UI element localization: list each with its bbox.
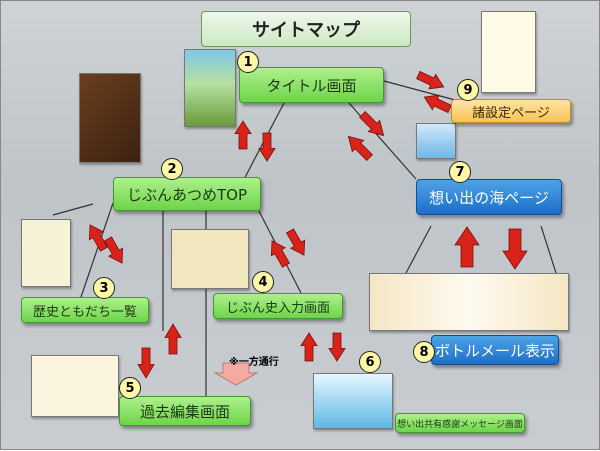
friends-thumbnail bbox=[21, 219, 71, 287]
arrow-share-to-input bbox=[300, 332, 318, 362]
node-settings: 諸設定ページ bbox=[451, 99, 571, 123]
node-title-screen-label: タイトル画面 bbox=[266, 76, 357, 95]
badge-9: 9 bbox=[457, 79, 479, 101]
arrow-past-to-top bbox=[164, 323, 182, 355]
link-top-friends-a bbox=[52, 203, 94, 216]
badge-1: 1 bbox=[237, 51, 259, 73]
arrow-sea-to-bottle bbox=[502, 228, 528, 270]
link-sea-bottle-a bbox=[405, 225, 432, 274]
link-title-sea bbox=[348, 102, 417, 180]
bottle-mail-thumbnail bbox=[369, 273, 569, 331]
badge-2: 2 bbox=[161, 158, 183, 180]
sea-thumbnail bbox=[416, 123, 456, 159]
node-past-edit-label: 過去編集画面 bbox=[139, 402, 230, 421]
settings-thumbnail bbox=[481, 11, 536, 93]
node-share-message: 想い出共有感謝メッセージ画面 bbox=[395, 413, 525, 433]
link-sea-bottle-b bbox=[540, 225, 557, 274]
node-settings-label: 諸設定ページ bbox=[472, 105, 550, 121]
arrow-input-to-share bbox=[328, 332, 346, 362]
node-memory-sea: 想い出の海ページ bbox=[416, 179, 562, 215]
node-title-screen: タイトル画面 bbox=[239, 67, 384, 103]
link-title-settings bbox=[383, 80, 460, 102]
one-way-arrow bbox=[213, 362, 259, 386]
node-share-message-label: 想い出共有感謝メッセージ画面 bbox=[397, 419, 523, 430]
node-memory-sea-label: 想い出の海ページ bbox=[429, 188, 549, 207]
sitemap-title: サイトマップ bbox=[201, 11, 411, 47]
link-title-top bbox=[240, 102, 285, 186]
badge-4: 4 bbox=[252, 271, 274, 293]
badge-3: 3 bbox=[93, 277, 115, 299]
arrow-friends-to-top bbox=[88, 224, 109, 252]
one-way-note: ※一方通行 bbox=[229, 357, 279, 368]
arrow-top-to-input bbox=[285, 228, 306, 256]
arrow-top-to-past bbox=[137, 347, 155, 379]
node-jibun-top: じぶんあつめTOP bbox=[113, 177, 261, 211]
arrow-title-to-top bbox=[258, 132, 276, 162]
arrow-sea-to-title bbox=[347, 135, 374, 162]
past-edit-thumbnail bbox=[31, 355, 119, 417]
badge-6: 6 bbox=[359, 351, 381, 373]
badge-5: 5 bbox=[119, 377, 141, 399]
node-past-edit: 過去編集画面 bbox=[119, 396, 251, 426]
arrow-settings-to-title bbox=[423, 94, 452, 114]
link-top-friends-b bbox=[80, 202, 114, 298]
node-bottle-mail-label: ボトルメール表示 bbox=[434, 341, 555, 360]
arrow-top-to-friends bbox=[103, 236, 124, 264]
badge-7: 7 bbox=[449, 161, 471, 183]
node-history-friends-label: 歴史ともだち一覧 bbox=[32, 304, 137, 320]
share-thumbnail bbox=[313, 373, 393, 429]
sitemap-title-text: サイトマップ bbox=[252, 20, 360, 41]
arrow-title-to-sea bbox=[358, 110, 385, 137]
node-history-friends: 歴史ともだち一覧 bbox=[21, 297, 149, 323]
arrow-input-to-top bbox=[270, 240, 291, 268]
arrow-bottle-to-sea bbox=[454, 226, 480, 268]
arrow-top-to-title bbox=[234, 120, 252, 150]
title-screen-thumbnail bbox=[184, 49, 236, 127]
diary-thumbnail bbox=[79, 73, 141, 163]
node-jibun-top-label: じぶんあつめTOP bbox=[126, 185, 247, 204]
node-bottle-mail: ボトルメール表示 bbox=[431, 335, 559, 365]
node-jibun-input: じぶん史入力画面 bbox=[213, 293, 343, 319]
input-thumbnail bbox=[171, 229, 249, 289]
arrow-title-to-settings bbox=[416, 70, 445, 90]
badge-8: 8 bbox=[413, 341, 435, 363]
node-jibun-input-label: じぶん史入力画面 bbox=[225, 300, 330, 316]
